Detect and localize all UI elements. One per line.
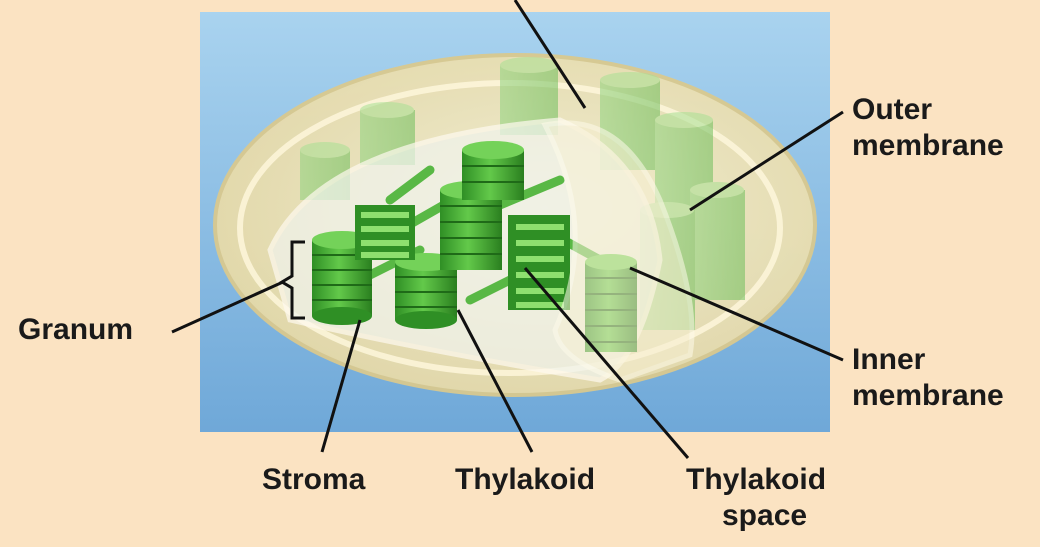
outer-membrane-label-line1: Outer xyxy=(852,92,1004,128)
inner-membrane-label-line1: Inner xyxy=(852,342,1004,378)
thylakoid-label: Thylakoid xyxy=(455,462,595,498)
thylakoid-space-label-line1: Thylakoid xyxy=(686,462,826,498)
inner-membrane-label-line2: membrane xyxy=(852,378,1004,414)
inner-membrane-label: Inner membrane xyxy=(852,342,1004,414)
stroma-label: Stroma xyxy=(262,462,365,498)
granum-label: Granum xyxy=(18,312,133,348)
outer-membrane-label: Outer membrane xyxy=(852,92,1004,164)
thylakoid-space-label-line2: space xyxy=(686,498,826,534)
outer-membrane-label-line2: membrane xyxy=(852,128,1004,164)
thylakoid-space-label: Thylakoid space xyxy=(686,462,826,534)
